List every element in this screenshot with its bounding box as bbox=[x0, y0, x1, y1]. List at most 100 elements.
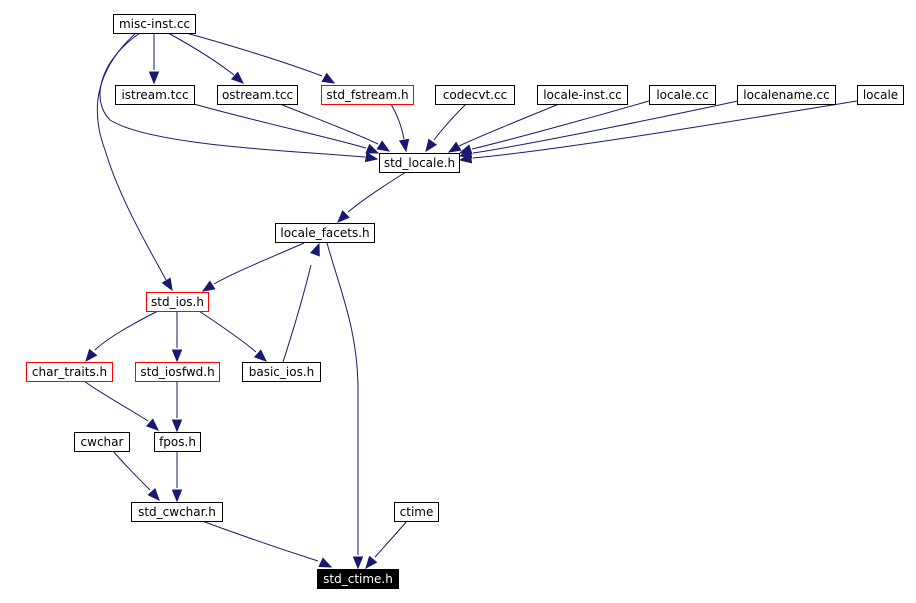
node-ctime[interactable]: ctime bbox=[394, 502, 439, 522]
edge-line bbox=[347, 171, 407, 213]
edge-locale-inst-cc-to-std-locale-h bbox=[447, 103, 560, 153]
edge-istream-tcc-to-std-locale-h bbox=[193, 103, 380, 154]
node-std-locale-h[interactable]: std_locale.h bbox=[379, 153, 460, 173]
edge-line bbox=[198, 310, 257, 353]
edge-codecvt-cc-to-std-locale-h bbox=[425, 103, 467, 153]
arrowhead-icon bbox=[148, 71, 160, 85]
edge-std-locale-h-to-locale-facets-h bbox=[337, 171, 407, 223]
edge-localename-cc-to-std-locale-h bbox=[458, 100, 739, 159]
node-box bbox=[379, 153, 460, 173]
node-locale-inst-cc[interactable]: locale-inst.cc bbox=[537, 85, 628, 105]
node-label: std_ctime.h bbox=[323, 572, 393, 586]
arrowhead-icon bbox=[321, 72, 336, 84]
node-label: fpos.h bbox=[159, 435, 196, 449]
edge-line bbox=[390, 103, 405, 140]
arrowhead-icon bbox=[365, 143, 380, 154]
arrowhead-icon bbox=[352, 556, 364, 570]
edge-line bbox=[326, 242, 359, 555]
node-box bbox=[537, 85, 628, 105]
edge-line bbox=[185, 32, 323, 77]
node-label: cwchar bbox=[81, 435, 124, 449]
arrowhead-icon bbox=[447, 141, 462, 153]
node-box bbox=[649, 85, 716, 105]
node-std-ctime-h: std_ctime.h bbox=[317, 569, 399, 589]
edge-line bbox=[282, 264, 312, 363]
edge-std-iosfwd-h-to-fpos-h bbox=[171, 381, 183, 433]
edge-basic-ios-h-to-locale-facets-h bbox=[282, 242, 320, 363]
edge-line bbox=[471, 100, 650, 150]
node-char-traits-h[interactable]: char_traits.h bbox=[26, 362, 113, 382]
node-fpos-h[interactable]: fpos.h bbox=[154, 432, 201, 452]
node-box bbox=[154, 432, 201, 452]
node-std-iosfwd-h[interactable]: std_iosfwd.h bbox=[135, 362, 220, 382]
node-std-cwchar-h[interactable]: std_cwchar.h bbox=[131, 502, 223, 522]
edge-line bbox=[167, 32, 235, 76]
edge-locale-facets-h-to-std-ios-h bbox=[201, 242, 305, 292]
node-label: std_fstream.h bbox=[326, 88, 408, 102]
edge-ctime-to-std-ctime-h bbox=[365, 520, 408, 570]
node-label: localename.cc bbox=[743, 88, 829, 102]
node-locale-cc[interactable]: locale.cc bbox=[649, 85, 716, 105]
node-label: misc-inst.cc bbox=[119, 17, 190, 31]
edge-misc-inst-cc-to-std-ios-h bbox=[96, 32, 173, 292]
edge-line bbox=[433, 103, 467, 141]
node-box bbox=[242, 362, 321, 382]
node-box bbox=[321, 85, 414, 105]
node-std-ios-h[interactable]: std_ios.h bbox=[146, 292, 209, 312]
arrowhead-icon bbox=[161, 277, 173, 292]
edge-line bbox=[472, 100, 858, 159]
node-misc-inst-cc[interactable]: misc-inst.cc bbox=[113, 14, 196, 34]
node-ostream-tcc[interactable]: ostream.tcc bbox=[217, 85, 298, 105]
edge-misc-inst-cc-to-std-locale-h bbox=[99, 32, 379, 163]
node-box bbox=[737, 85, 836, 105]
edge-misc-inst-cc-to-ostream-tcc bbox=[167, 32, 244, 84]
edge-line bbox=[94, 310, 159, 351]
node-box bbox=[217, 85, 298, 105]
node-locale[interactable]: locale bbox=[857, 85, 904, 105]
node-localename-cc[interactable]: localename.cc bbox=[737, 85, 836, 105]
arrowhead-icon bbox=[145, 418, 159, 431]
edge-fpos-h-to-std-cwchar-h bbox=[171, 451, 183, 503]
node-label: locale-inst.cc bbox=[543, 88, 622, 102]
arrowhead-icon bbox=[201, 280, 216, 292]
node-box bbox=[74, 432, 130, 452]
arrowhead-icon bbox=[230, 71, 244, 84]
node-label: codecvt.cc bbox=[443, 88, 507, 102]
arrowhead-icon bbox=[425, 138, 438, 153]
node-box bbox=[857, 85, 904, 105]
edge-line bbox=[99, 32, 366, 158]
node-label: locale bbox=[863, 88, 898, 102]
node-label: std_ios.h bbox=[151, 295, 204, 309]
arrowhead-icon bbox=[376, 140, 391, 152]
edge-line bbox=[374, 520, 408, 558]
node-istream-tcc[interactable]: istream.tcc bbox=[115, 85, 195, 105]
arrowhead-icon bbox=[147, 487, 160, 501]
node-std-fstream-h[interactable]: std_fstream.h bbox=[321, 85, 414, 105]
edge-line bbox=[201, 520, 319, 562]
edges-layer bbox=[83, 32, 858, 570]
edge-line bbox=[112, 450, 151, 491]
edge-char-traits-h-to-fpos-h bbox=[83, 380, 159, 431]
edge-std-ios-h-to-char-traits-h bbox=[85, 310, 159, 363]
node-label: std_cwchar.h bbox=[138, 505, 216, 519]
node-box bbox=[435, 85, 515, 105]
node-box bbox=[275, 223, 375, 243]
arrowhead-icon bbox=[171, 349, 183, 363]
node-label: std_locale.h bbox=[384, 156, 455, 170]
edge-std-fstream-h-to-std-locale-h bbox=[390, 103, 410, 153]
node-basic-ios-h[interactable]: basic_ios.h bbox=[242, 362, 321, 382]
node-label: ctime bbox=[400, 505, 434, 519]
arrowhead-icon bbox=[365, 555, 378, 570]
arrowhead-icon bbox=[364, 151, 379, 163]
arrowhead-icon bbox=[85, 348, 98, 363]
node-locale-facets-h[interactable]: locale_facets.h bbox=[275, 223, 375, 243]
node-box bbox=[131, 502, 223, 522]
edge-line bbox=[193, 103, 367, 149]
edge-cwchar-to-std-cwchar-h bbox=[112, 450, 160, 501]
node-codecvt-cc[interactable]: codecvt.cc bbox=[435, 85, 515, 105]
node-cwchar[interactable]: cwchar bbox=[74, 432, 130, 452]
edge-locale-facets-h-to-std-ctime-h bbox=[326, 242, 364, 570]
edge-line bbox=[458, 103, 560, 147]
edge-locale-cc-to-std-locale-h bbox=[458, 100, 650, 155]
